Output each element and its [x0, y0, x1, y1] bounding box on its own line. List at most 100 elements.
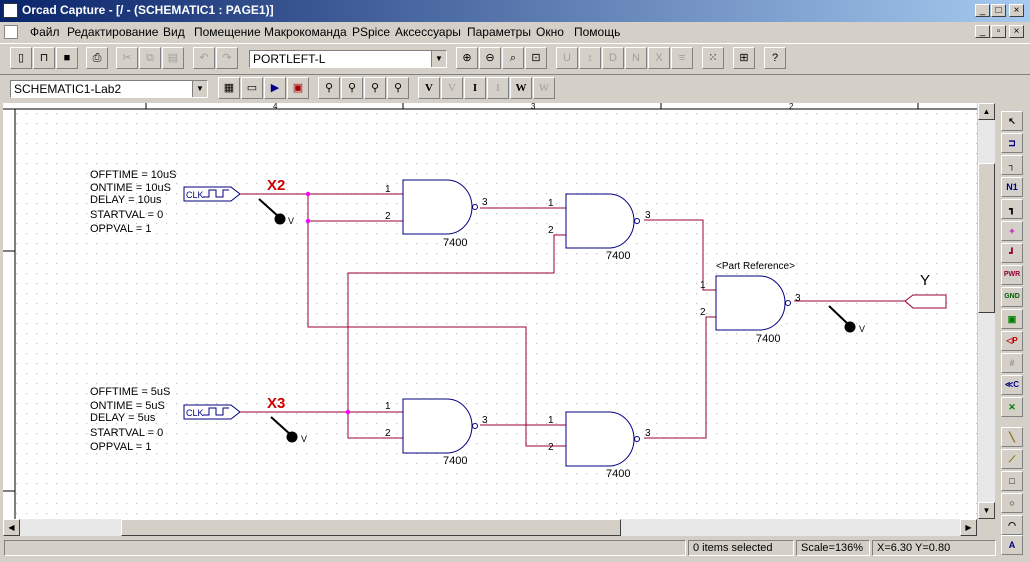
menu-macro[interactable]: Макрокоманда [264, 25, 347, 39]
scroll-up-icon[interactable]: ▲ [978, 103, 995, 120]
view-results-icon[interactable]: ▣ [287, 77, 309, 99]
place-hierarchical-pin-icon[interactable]: # [1001, 353, 1023, 373]
drc-icon[interactable]: D [602, 47, 624, 69]
minimize-button[interactable]: _ [975, 4, 990, 17]
probe-marker-icon[interactable]: ⚲ [318, 77, 340, 99]
snap-grid-icon[interactable]: ⁙ [702, 47, 724, 69]
voltage-probe-icon[interactable]: V [828, 305, 865, 334]
edit-sim-profile-icon[interactable]: ▭ [241, 77, 263, 99]
nand-gate-u4[interactable] [565, 411, 640, 467]
bom-icon[interactable]: ≡ [671, 47, 693, 69]
place-off-page-connector-icon[interactable]: ≪C [1001, 375, 1023, 395]
vertical-scroll-thumb[interactable] [978, 163, 995, 313]
paste-icon[interactable]: ▤ [162, 47, 184, 69]
clock-source-x2[interactable]: CLK [183, 186, 241, 202]
zoom-all-icon[interactable]: ⊡ [525, 47, 547, 69]
maximize-button[interactable]: □ [991, 4, 1006, 17]
probe-marker-4-icon[interactable]: ⚲ [387, 77, 409, 99]
cut-icon[interactable]: ✂ [116, 47, 138, 69]
place-arc-icon[interactable]: ◠ [1001, 515, 1023, 535]
menu-edit[interactable]: Редактирование [67, 25, 159, 39]
annotate-icon[interactable]: U [556, 47, 578, 69]
place-ground-icon[interactable]: GND [1001, 287, 1023, 307]
schematic-canvas[interactable]: 4 3 2 OFFTIME = 10uS ONTIME = 10uS DELAY… [3, 103, 977, 519]
menu-place[interactable]: Помещение [194, 25, 261, 39]
doc-restore-button[interactable]: ▫ [991, 25, 1006, 38]
undo-icon[interactable]: ↶ [193, 47, 215, 69]
nand-gate-u1[interactable] [402, 179, 478, 235]
app-icon[interactable] [3, 3, 18, 18]
output-port[interactable] [904, 294, 947, 309]
diff-voltage-marker-button[interactable]: V [441, 77, 463, 99]
new-sim-profile-icon[interactable]: ▦ [218, 77, 240, 99]
place-no-connect-icon[interactable]: ✕ [1001, 397, 1023, 417]
voltage-probe-icon[interactable]: V [258, 198, 294, 226]
net-label-x2[interactable]: X2 [267, 177, 285, 194]
current-marker-button[interactable]: I [464, 77, 486, 99]
power-marker-button[interactable]: W [510, 77, 532, 99]
close-button[interactable]: × [1009, 4, 1024, 17]
zoom-in-icon[interactable]: ⊕ [456, 47, 478, 69]
schematic-combo[interactable]: SCHEMATIC1-Lab2 ▼ [10, 80, 208, 98]
zoom-out-icon[interactable]: ⊖ [479, 47, 501, 69]
redo-icon[interactable]: ↷ [216, 47, 238, 69]
place-port-icon[interactable]: ◁P [1001, 331, 1023, 351]
menu-file[interactable]: Файл [30, 25, 60, 39]
scroll-left-icon[interactable]: ◀ [3, 519, 20, 536]
place-wire-icon[interactable]: ┐ [1001, 155, 1023, 175]
menu-help[interactable]: Помощь [574, 25, 621, 39]
menu-window[interactable]: Окно [536, 25, 564, 39]
select-tool-icon[interactable]: ↖ [1001, 111, 1023, 131]
clock-source-x3[interactable]: CLK [183, 404, 241, 420]
place-text-icon[interactable]: A [1001, 535, 1023, 555]
zoom-area-icon[interactable]: ⌕ [502, 47, 524, 69]
place-polyline-icon[interactable]: ⟋ [1001, 449, 1023, 469]
place-net-alias-icon[interactable]: N1 [1001, 177, 1023, 197]
menu-pspice[interactable]: PSpice [352, 25, 391, 39]
output-label-y[interactable]: Y [920, 272, 930, 289]
place-bus-entry-icon[interactable]: ┛ [1001, 243, 1023, 263]
menu-accessories[interactable]: Аксессуары [395, 25, 461, 39]
save-icon[interactable]: ■ [56, 47, 78, 69]
place-ellipse-icon[interactable]: ○ [1001, 493, 1023, 513]
place-hierarchical-block-icon[interactable]: ▣ [1001, 309, 1023, 329]
part-combo[interactable]: PORTLEFT-L ▼ [249, 50, 447, 68]
power-marker-2-button[interactable]: W [533, 77, 555, 99]
wires[interactable] [240, 193, 905, 447]
voltage-marker-button[interactable]: V [418, 77, 440, 99]
copy-icon[interactable]: ⧉ [139, 47, 161, 69]
menu-options[interactable]: Параметры [467, 25, 531, 39]
place-power-icon[interactable]: PWR [1001, 265, 1023, 285]
doc-close-button[interactable]: × [1009, 25, 1024, 38]
help-icon[interactable]: ? [764, 47, 786, 69]
vertical-scrollbar[interactable]: ▲ ▼ [978, 103, 995, 519]
place-junction-icon[interactable]: + [1001, 221, 1023, 241]
new-icon[interactable]: ▯ [10, 47, 32, 69]
nand-gate-u2[interactable] [565, 193, 640, 249]
probe-marker-3-icon[interactable]: ⚲ [364, 77, 386, 99]
voltage-probe-icon[interactable]: V [270, 416, 307, 444]
current-marker-2-button[interactable]: I [487, 77, 509, 99]
document-icon[interactable] [4, 25, 18, 39]
chevron-down-icon[interactable]: ▼ [431, 51, 446, 67]
menu-view[interactable]: Вид [163, 25, 185, 39]
scroll-right-icon[interactable]: ▶ [960, 519, 977, 536]
nand-gate-u5[interactable] [715, 275, 791, 331]
scroll-down-icon[interactable]: ▼ [978, 502, 995, 519]
run-icon[interactable]: ▶ [264, 77, 286, 99]
place-part-icon[interactable]: ⊐ [1001, 133, 1023, 153]
project-manager-icon[interactable]: ⊞ [733, 47, 755, 69]
netlist-icon[interactable]: N [625, 47, 647, 69]
place-bus-icon[interactable]: ┓ [1001, 199, 1023, 219]
doc-minimize-button[interactable]: _ [975, 25, 990, 38]
chevron-down-icon[interactable]: ▼ [192, 81, 207, 97]
open-icon[interactable]: ⊓ [33, 47, 55, 69]
net-label-x3[interactable]: X3 [267, 395, 285, 412]
place-line-icon[interactable]: ╲ [1001, 427, 1023, 447]
horizontal-scrollbar[interactable]: ◀ ▶ [3, 519, 977, 536]
horizontal-scroll-thumb[interactable] [121, 519, 621, 536]
print-icon[interactable]: ⎙ [86, 47, 108, 69]
nand-gate-u3[interactable] [402, 398, 478, 454]
cross-ref-icon[interactable]: X [648, 47, 670, 69]
back-annotate-icon[interactable]: ↕ [579, 47, 601, 69]
